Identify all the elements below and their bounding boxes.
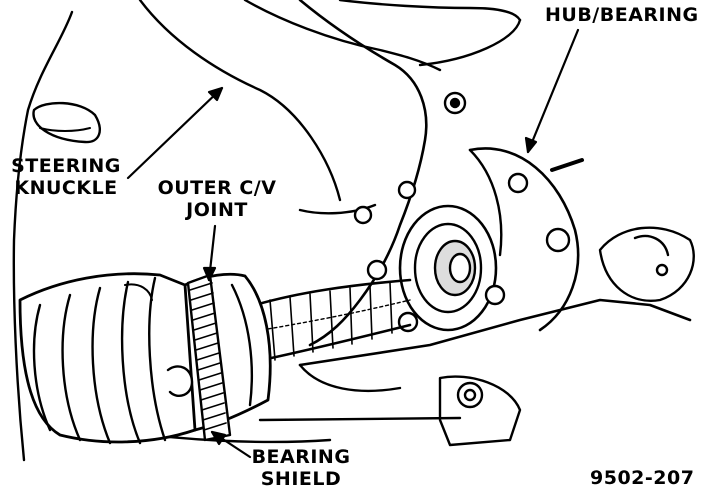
outer-cv-joint-line-1: OUTER C/V: [157, 177, 277, 199]
steering-knuckle-label: STEERING KNUCKLE: [2, 155, 130, 199]
drive-shaft: [253, 278, 412, 362]
steering-knuckle-leader: [126, 86, 224, 180]
cv-boot: [18, 272, 197, 445]
outer-cv-joint-label: OUTER C/V JOINT: [152, 177, 282, 221]
outer-cv-joint-line-2: JOINT: [186, 199, 248, 221]
hub-bearing-leader: [526, 28, 580, 154]
leader-lines: [126, 28, 580, 459]
notch-shape: [32, 101, 101, 144]
bearing-shield-line-1: BEARING: [251, 446, 351, 468]
figure-number: 9502-207: [590, 467, 695, 489]
outer-cv-joint: [165, 272, 272, 442]
hub-bearing-arrowhead: [524, 136, 538, 154]
bearing-shield-arrowhead: [210, 430, 227, 446]
steering-knuckle-line-2: KNUCKLE: [14, 177, 118, 199]
steering-knuckle-arrowhead: [207, 86, 224, 102]
hub-bearing-label: HUB/BEARING: [545, 4, 699, 26]
bearing-shield-label: BEARING SHIELD: [240, 446, 362, 490]
hub-bearing: [398, 147, 695, 332]
steering-knuckle-line-1: STEERING: [11, 155, 121, 177]
outer-cv-joint-arrowhead: [202, 266, 217, 282]
steering-knuckle: [298, 0, 522, 347]
bearing-shield-line-2: SHIELD: [260, 468, 342, 490]
